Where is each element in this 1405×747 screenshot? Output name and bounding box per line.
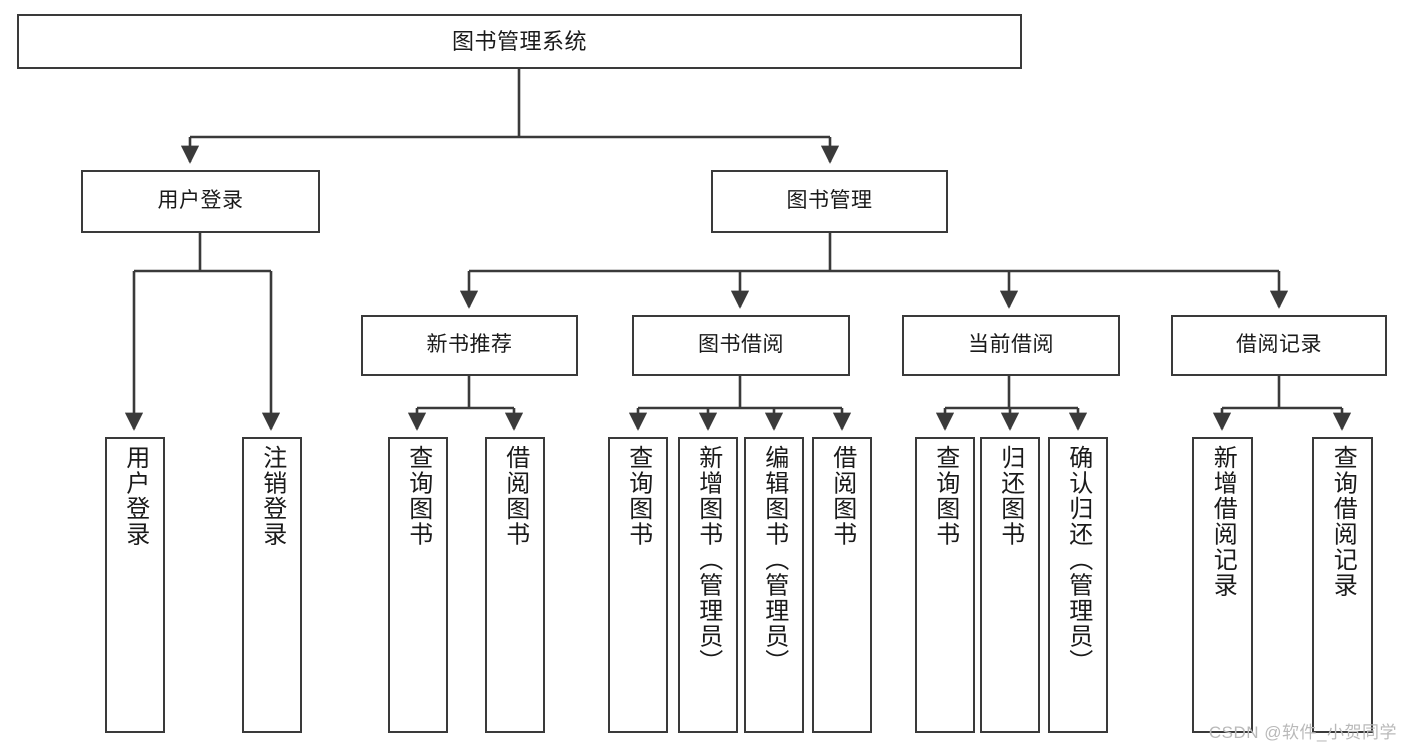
- leaf-current-confirm-return-label: 确认归还（管理员）: [1064, 445, 1092, 675]
- leaf-borrow-borrow-book-label: 借阅图书: [828, 445, 856, 547]
- leaf-recommend-query-book[interactable]: 查询图书: [388, 437, 448, 733]
- leaf-current-return-book[interactable]: 归还图书: [980, 437, 1040, 733]
- leaf-recommend-borrow-book[interactable]: 借阅图书: [485, 437, 545, 733]
- node-user-login[interactable]: 用户登录: [81, 170, 320, 233]
- node-root-system[interactable]: 图书管理系统: [17, 14, 1022, 69]
- node-new-book-recommend[interactable]: 新书推荐: [361, 315, 578, 376]
- leaf-current-confirm-return[interactable]: 确认归还（管理员）: [1048, 437, 1108, 733]
- node-borrow-record[interactable]: 借阅记录: [1171, 315, 1387, 376]
- leaf-current-return-book-label: 归还图书: [996, 445, 1024, 547]
- leaf-record-query-record-label: 查询借阅记录: [1329, 445, 1357, 598]
- node-current-borrow[interactable]: 当前借阅: [902, 315, 1120, 376]
- csdn-watermark: CSDN @软件_小贺同学: [1208, 723, 1397, 742]
- node-book-manage[interactable]: 图书管理: [711, 170, 948, 233]
- leaf-user-login[interactable]: 用户登录: [105, 437, 165, 733]
- leaf-borrow-add-book-label: 新增图书（管理员）: [694, 445, 722, 675]
- leaf-record-query-record[interactable]: 查询借阅记录: [1312, 437, 1373, 733]
- node-borrow-record-label: 借阅记录: [1236, 333, 1322, 357]
- leaf-recommend-query-book-label: 查询图书: [404, 445, 432, 547]
- leaf-borrow-edit-book-label: 编辑图书（管理员）: [760, 445, 788, 675]
- leaf-user-login-label: 用户登录: [121, 445, 149, 547]
- leaf-current-query-book[interactable]: 查询图书: [915, 437, 975, 733]
- node-new-book-recommend-label: 新书推荐: [426, 333, 513, 357]
- node-book-borrow-label: 图书借阅: [698, 333, 784, 357]
- node-current-borrow-label: 当前借阅: [968, 333, 1054, 357]
- leaf-user-logout-label: 注销登录: [258, 445, 286, 547]
- leaf-borrow-query-book[interactable]: 查询图书: [608, 437, 668, 733]
- node-user-login-label: 用户登录: [157, 189, 244, 213]
- leaf-borrow-query-book-label: 查询图书: [624, 445, 652, 547]
- node-root-system-label: 图书管理系统: [451, 28, 587, 54]
- leaf-borrow-borrow-book[interactable]: 借阅图书: [812, 437, 872, 733]
- leaf-user-logout[interactable]: 注销登录: [242, 437, 302, 733]
- leaf-recommend-borrow-book-label: 借阅图书: [501, 445, 529, 547]
- node-book-borrow[interactable]: 图书借阅: [632, 315, 850, 376]
- leaf-current-query-book-label: 查询图书: [931, 445, 959, 547]
- leaf-borrow-edit-book[interactable]: 编辑图书（管理员）: [744, 437, 804, 733]
- leaf-borrow-add-book[interactable]: 新增图书（管理员）: [678, 437, 738, 733]
- leaf-record-add-record-label: 新增借阅记录: [1209, 445, 1237, 598]
- node-book-manage-label: 图书管理: [786, 189, 873, 213]
- leaf-record-add-record[interactable]: 新增借阅记录: [1192, 437, 1253, 733]
